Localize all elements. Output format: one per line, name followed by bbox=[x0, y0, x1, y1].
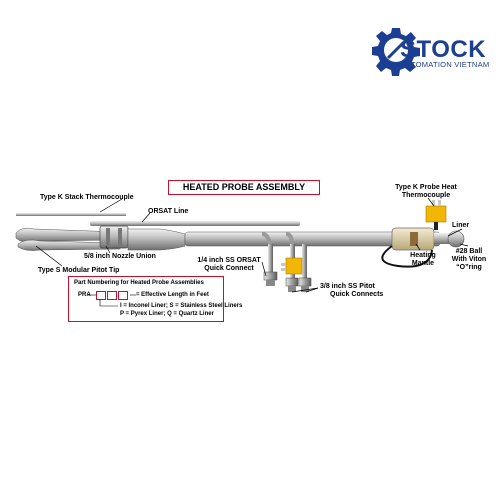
label-orsat-quick-connect-line1: 1/4 inch SS ORSAT bbox=[197, 257, 261, 264]
probe-heat-connector-yellow bbox=[425, 200, 447, 230]
label-nozzle-union: 5/8 inch Nozzle Union bbox=[84, 253, 156, 260]
label-heating-mantle-line1: Heating bbox=[410, 252, 436, 259]
label-ball-oring: #28 Ball With Viton “O”ring bbox=[444, 248, 494, 272]
part-numbering-box bbox=[68, 276, 224, 322]
part-liner-codes-1: I = Inconel Liner; S = Stainless Steel L… bbox=[120, 303, 243, 309]
part-code-box-3 bbox=[118, 291, 128, 300]
label-probe-heat-line1: Type K Probe Heat bbox=[395, 184, 457, 191]
brand-name: STOCK bbox=[400, 36, 487, 63]
thermocouple-connector-yellow bbox=[281, 257, 303, 275]
label-stack-thermocouple: Type K Stack Thermocouple bbox=[40, 194, 134, 201]
orsat-line-tube bbox=[90, 221, 300, 226]
pitot-quick-connects bbox=[285, 277, 312, 292]
orsat-quick-connect bbox=[263, 271, 278, 286]
gear-icon bbox=[372, 28, 420, 76]
part-numbering-heading: Part Numbering for Heated Probe Assembli… bbox=[74, 280, 204, 286]
label-pitot-quick-connects: 3/8 inch SS Pitot Quick Connects bbox=[320, 283, 383, 299]
stack-thermocouple-rod bbox=[16, 213, 126, 216]
part-liner-codes-2: P = Pyrex Liner; Q = Quartz Liner bbox=[120, 311, 214, 317]
label-heating-mantle: Heating Mantle bbox=[405, 252, 441, 268]
label-pitot-quick-connects-line1: 3/8 inch SS Pitot bbox=[320, 283, 375, 290]
label-pitot-quick-connects-line2: Quick Connects bbox=[330, 291, 384, 298]
label-orsat-quick-connect: 1/4 inch SS ORSAT Quick Connect bbox=[196, 257, 262, 273]
liner bbox=[434, 233, 452, 244]
label-probe-heat-thermocouple: Type K Probe Heat Thermocouple bbox=[378, 184, 474, 200]
ball-joint bbox=[447, 230, 465, 248]
diagram-title: HEATED PROBE ASSEMBLY bbox=[168, 180, 320, 195]
label-orsat-line: ORSAT Line bbox=[148, 208, 189, 215]
label-heating-mantle-line2: Mantle bbox=[411, 260, 435, 267]
heater-wire bbox=[381, 245, 433, 268]
part-prefix: PRA bbox=[78, 292, 91, 298]
part-code-box-2 bbox=[107, 291, 117, 300]
brand-tagline: AUTOMATION VIETNAM bbox=[400, 60, 490, 69]
label-pitot-tip: Type S Modular Pitot Tip bbox=[38, 267, 120, 274]
part-length-note: = Effective Length in Feet bbox=[136, 292, 209, 298]
label-ball-line2: With Viton bbox=[451, 256, 487, 263]
label-ball-line1: #28 Ball bbox=[455, 248, 483, 255]
part-code-box-1 bbox=[96, 291, 106, 300]
label-probe-heat-line2: Thermocouple bbox=[401, 192, 451, 199]
label-orsat-quick-connect-line2: Quick Connect bbox=[204, 265, 254, 272]
label-liner: Liner bbox=[452, 222, 470, 229]
label-ball-line3: “O”ring bbox=[456, 264, 482, 271]
